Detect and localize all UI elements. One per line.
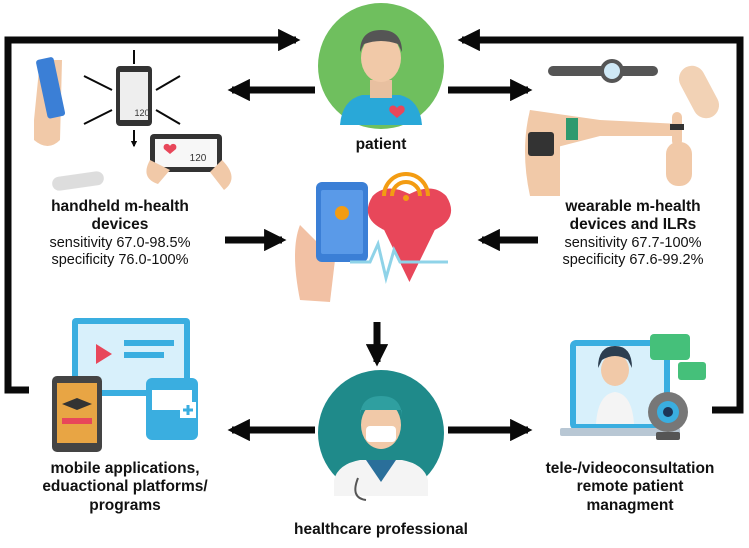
healthcare-professional-label: healthcare professional: [293, 521, 468, 538]
patient-icon: [318, 3, 444, 129]
mobile-apps-line2: eduactional platforms/: [42, 478, 208, 496]
healthcare-professional-icon: [318, 370, 444, 501]
wearable-devices-icon: [525, 59, 720, 196]
teleconsult-line1: tele-/videoconsultation: [545, 460, 715, 477]
mobile-apps-icon: [52, 318, 198, 452]
wearable-devices-label: wearable m-health devices and ILRs sensi…: [528, 198, 738, 269]
wearable-specificity: specificity 67.6-99.2%: [562, 251, 704, 268]
wearable-title-line2: devices and ILRs: [569, 216, 697, 234]
handheld-devices-label: handheld m-health devices sensitivity 67…: [15, 198, 225, 269]
mobile-apps-line3: programs: [89, 496, 161, 514]
loop-right-to-patient-arrow: [457, 28, 744, 414]
handheld-devices-icon: 120 120: [34, 50, 232, 191]
tablet-reading-text: 120: [190, 153, 207, 164]
handheld-title-line1: handheld m-health: [51, 198, 189, 215]
handheld-specificity: specificity 76.0-100%: [51, 251, 189, 268]
mobile-apps-label: mobile applications, eduactional platfor…: [20, 460, 230, 515]
handheld-title-line2: devices: [91, 216, 149, 234]
monitoring-phone-heart-icon: [295, 172, 452, 302]
loop-left-to-patient-arrow: [4, 28, 301, 394]
phone-reading-text: 120: [134, 108, 149, 118]
patient-label: patient: [355, 136, 407, 153]
teleconsult-line2: remote patient: [576, 478, 684, 496]
teleconsult-line3: managment: [586, 496, 674, 514]
feedback-loops: [4, 28, 744, 414]
wearable-title-line1: wearable m-health: [565, 198, 701, 215]
mobile-apps-line1: mobile applications,: [50, 460, 200, 477]
wearable-sensitivity: sensitivity 67.7-100%: [564, 234, 702, 251]
handheld-sensitivity: sensitivity 67.0-98.5%: [49, 234, 191, 251]
teleconsultation-icon: [560, 334, 706, 440]
teleconsultation-label: tele-/videoconsultation remote patient m…: [520, 460, 740, 515]
